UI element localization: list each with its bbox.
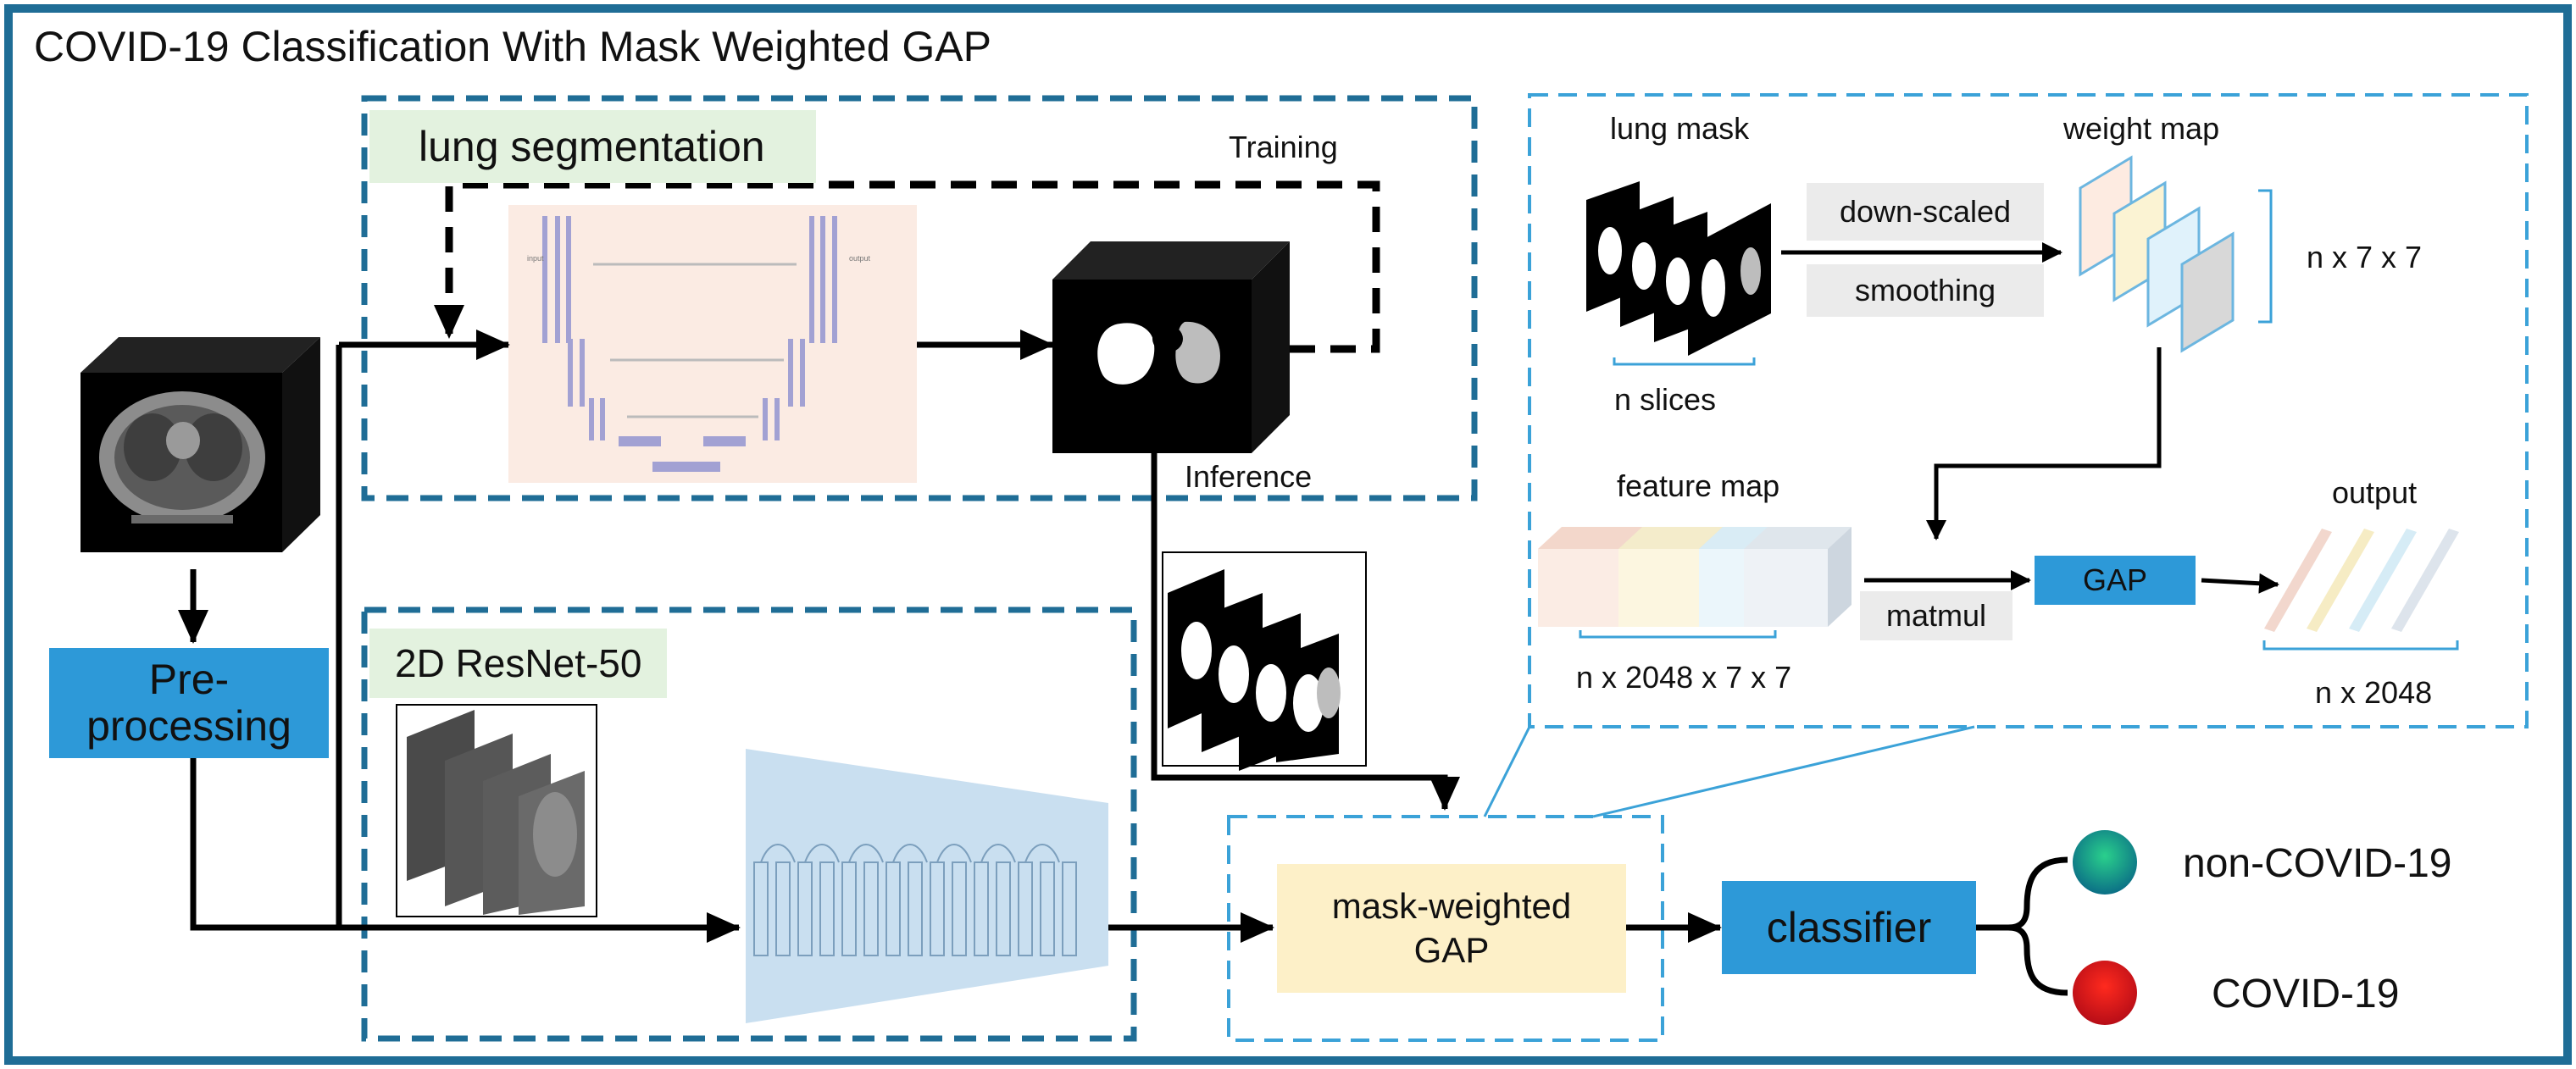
mask-stack-figure <box>1162 551 1367 771</box>
arrow-weight-to-matmul <box>1926 347 2162 540</box>
ct-slice-stack <box>396 704 597 917</box>
feature-map-stack <box>1538 527 1852 627</box>
output-brace <box>2007 856 2068 996</box>
training-loop <box>434 180 1380 353</box>
resnet-architecture-figure <box>746 749 1108 1023</box>
output-brace-detail <box>2262 640 2459 651</box>
covid-dot <box>2073 961 2137 1025</box>
ct-input-cube <box>80 337 320 552</box>
output-vectors <box>2264 529 2459 632</box>
svg-text:output: output <box>849 254 871 263</box>
zoom-line-left <box>1483 726 1531 817</box>
feature-map-brace <box>1579 630 1777 639</box>
n-slices-brace <box>1613 357 1756 366</box>
arrow-inference-to-gap <box>1151 453 1460 811</box>
outer-frame <box>4 4 2572 1065</box>
resnet-panel <box>361 607 1137 1042</box>
non-covid-dot <box>2073 830 2137 895</box>
unet-architecture-figure: input output <box>508 205 917 483</box>
preprocessing-to-resnet <box>190 758 339 931</box>
mask-output-cube <box>1052 241 1290 453</box>
segmentation-panel <box>361 95 1478 501</box>
svg-text:input: input <box>527 254 544 263</box>
detail-lung-mask-stack <box>1586 181 1771 356</box>
zoom-line-right <box>1592 725 1975 818</box>
weight-map-brace <box>2258 189 2273 324</box>
mask-gap-panel <box>1227 815 1664 1042</box>
detail-panel <box>1528 93 2529 728</box>
arrow-gap-to-output <box>2201 573 2279 594</box>
weight-map-stack <box>2079 155 2235 353</box>
